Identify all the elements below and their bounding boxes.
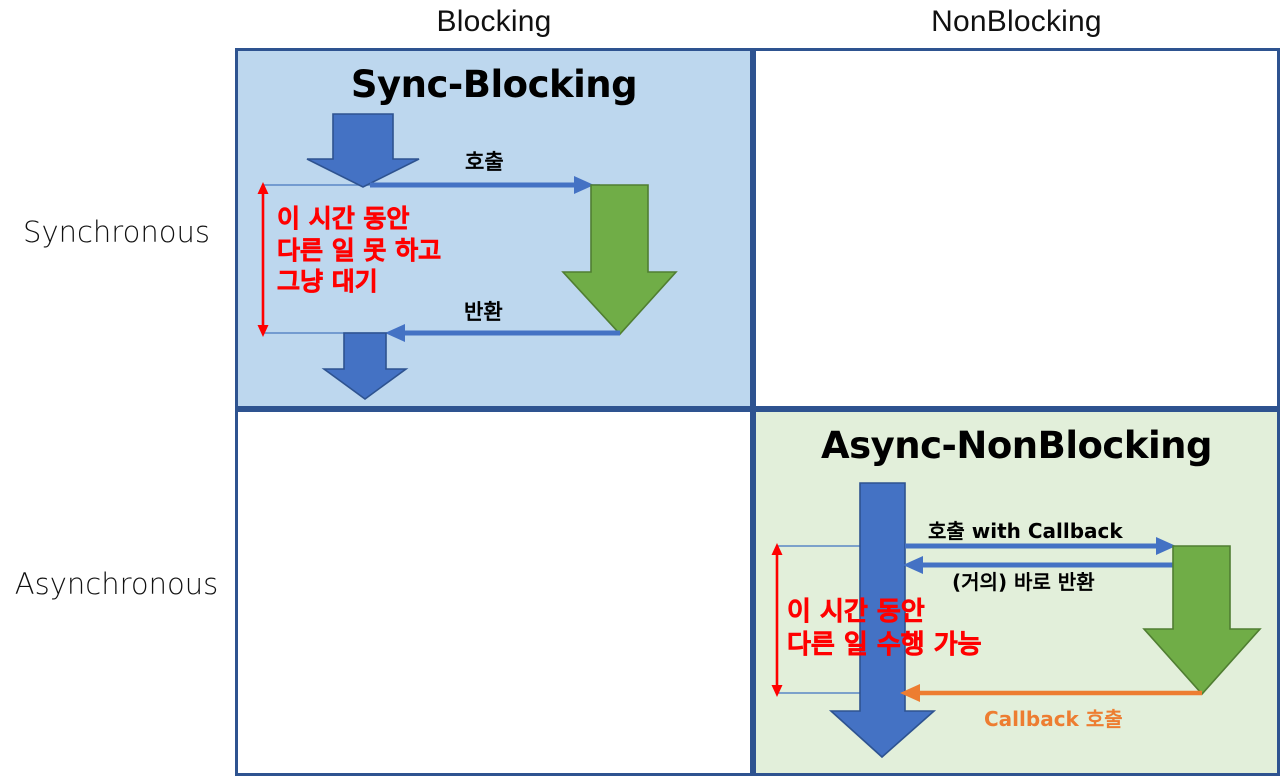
cell-async-blocking (235, 409, 753, 776)
label-callback-invocation: Callback 호출 (984, 707, 1123, 731)
panel-title-sync-blocking: Sync-Blocking (350, 63, 638, 106)
panel-title-async-nonblocking: Async-NonBlocking (821, 424, 1212, 467)
label-return-async: (거의) 바로 반환 (952, 570, 1095, 594)
cell-sync-nonblocking (753, 48, 1280, 409)
row-header-asynchronous: Asynchronous (14, 567, 219, 601)
duration-note-sync: 이 시간 동안 다른 일 못 하고 그냥 대기 (277, 204, 442, 297)
column-header-blocking: Blocking (436, 5, 552, 38)
row-header-synchronous: Synchronous (23, 215, 210, 249)
duration-note-async: 이 시간 동안 다른 일 수행 가능 (787, 597, 982, 660)
quadrant-grid (235, 48, 1280, 776)
label-call-sync: 호출 (465, 150, 504, 174)
label-return-sync: 반환 (464, 300, 503, 324)
label-call-async: 호출 with Callback (928, 519, 1123, 543)
column-header-nonblocking: NonBlocking (931, 5, 1102, 38)
